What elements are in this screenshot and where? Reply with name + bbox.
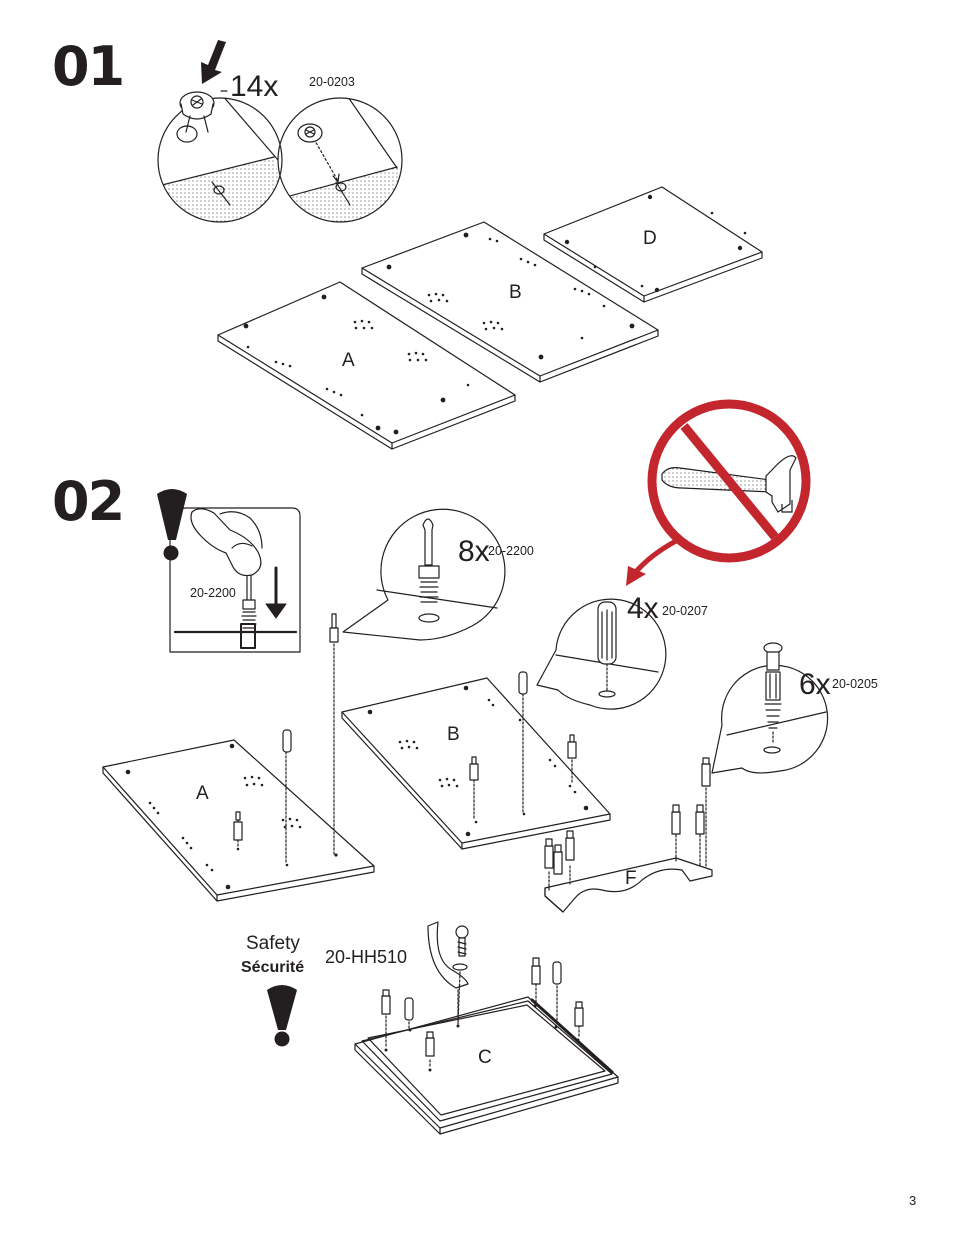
safety-part-code: 20-HH510 [325, 947, 408, 967]
step2-panel-b [341, 671, 611, 850]
warning-exclamation-icon [267, 985, 297, 1047]
screwdriver-icon [241, 575, 257, 629]
cam-lock-icon [176, 91, 215, 143]
no-hammer-icon [626, 399, 811, 586]
quantity-label: 4x [627, 592, 659, 625]
safety-label-fr: Sécurité [241, 959, 305, 976]
inset-part-code: 20-2200 [190, 586, 236, 600]
part-code: 20-0207 [662, 604, 708, 618]
step-number: 02 [52, 470, 125, 533]
step2-inset-screwdriver [169, 507, 301, 653]
step1-panel-a [217, 281, 516, 450]
panel-label-d: D [643, 228, 657, 249]
step2-panel-c [354, 921, 619, 1135]
step-number: 01 [52, 35, 125, 98]
panel-label-b: B [447, 724, 460, 745]
hand-icon [190, 508, 263, 577]
quantity-label: 8x [458, 535, 490, 568]
cam-lock-icon [297, 123, 323, 143]
panel-label-a: A [196, 783, 209, 804]
arrow-down-icon [201, 40, 226, 84]
part-code: 20-2200 [488, 544, 534, 558]
quantity-label: 14x [230, 70, 279, 103]
step1-panel-d [543, 186, 763, 303]
safety-label: Safety [246, 933, 300, 954]
panel-label-b: B [509, 282, 522, 303]
step2-callout-cam-bolt [711, 642, 829, 774]
warning-exclamation-icon [157, 489, 187, 561]
step2-panel-a [102, 613, 375, 902]
panel-label-f: F [625, 868, 637, 889]
part-code: 20-0203 [309, 75, 355, 89]
step2-callout-bolt [342, 508, 506, 641]
quantity-label: 6x [799, 668, 831, 701]
page-number: 3 [909, 1193, 917, 1208]
step1-detail-insert-cam [157, 91, 283, 223]
step1-detail-cam-seated [277, 97, 403, 223]
part-code: 20-0205 [832, 677, 878, 691]
step1-panel-b [361, 221, 659, 383]
arrow-down-icon [265, 566, 287, 619]
panel-label-c: C [478, 1047, 492, 1068]
step2-panel-f [544, 757, 713, 913]
step2-callout-dowel [536, 598, 667, 710]
panel-label-a: A [342, 350, 355, 371]
